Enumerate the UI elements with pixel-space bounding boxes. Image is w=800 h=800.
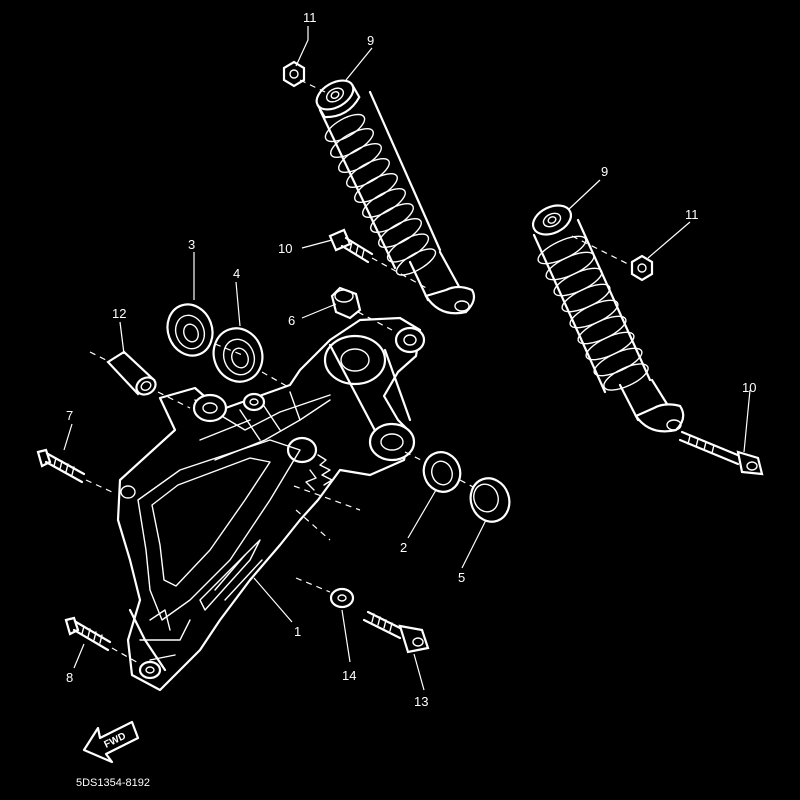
bearing-2 — [404, 451, 476, 493]
bolt-13 — [362, 610, 430, 654]
shock-absorber-right — [531, 204, 685, 433]
callout-14: 14 — [342, 668, 356, 683]
nut-11-left — [282, 60, 326, 93]
callout-2: 2 — [400, 540, 407, 555]
callout-9-right: 9 — [601, 164, 608, 179]
bearing-3 — [166, 303, 214, 357]
callout-4: 4 — [233, 266, 240, 281]
diagram-code: 5DS1354-8192 — [76, 777, 150, 789]
callout-6: 6 — [288, 313, 295, 328]
washer-14 — [295, 577, 355, 609]
swingarm-bracket — [116, 316, 426, 692]
shock-absorber-left — [315, 79, 476, 315]
collar-6 — [330, 286, 393, 331]
nut-11-right — [571, 235, 654, 282]
fwd-arrow-icon: FWD — [82, 720, 140, 764]
bolt-10-left — [328, 228, 431, 291]
callout-1: 1 — [294, 624, 301, 639]
bolt-10-right — [678, 430, 764, 476]
callout-5: 5 — [458, 570, 465, 585]
callout-8: 8 — [66, 670, 73, 685]
callout-10-right: 10 — [742, 380, 756, 395]
callout-9-left: 9 — [367, 33, 374, 48]
bolt-8 — [64, 616, 141, 665]
cap-5 — [469, 477, 511, 523]
callout-3: 3 — [188, 237, 195, 252]
bolt-7 — [36, 448, 113, 493]
callout-7: 7 — [66, 408, 73, 423]
collar-12 — [89, 350, 191, 409]
callout-13: 13 — [414, 694, 428, 709]
callout-11-right: 11 — [685, 207, 699, 222]
callout-numbers: 11 9 9 11 10 3 4 6 12 7 10 2 5 1 8 14 13 — [66, 10, 756, 709]
callout-10-left: 10 — [278, 241, 292, 256]
leader-lines — [63, 26, 751, 691]
callout-11-left: 11 — [303, 10, 317, 25]
callout-12: 12 — [112, 306, 126, 321]
bearing-4 — [212, 327, 264, 383]
